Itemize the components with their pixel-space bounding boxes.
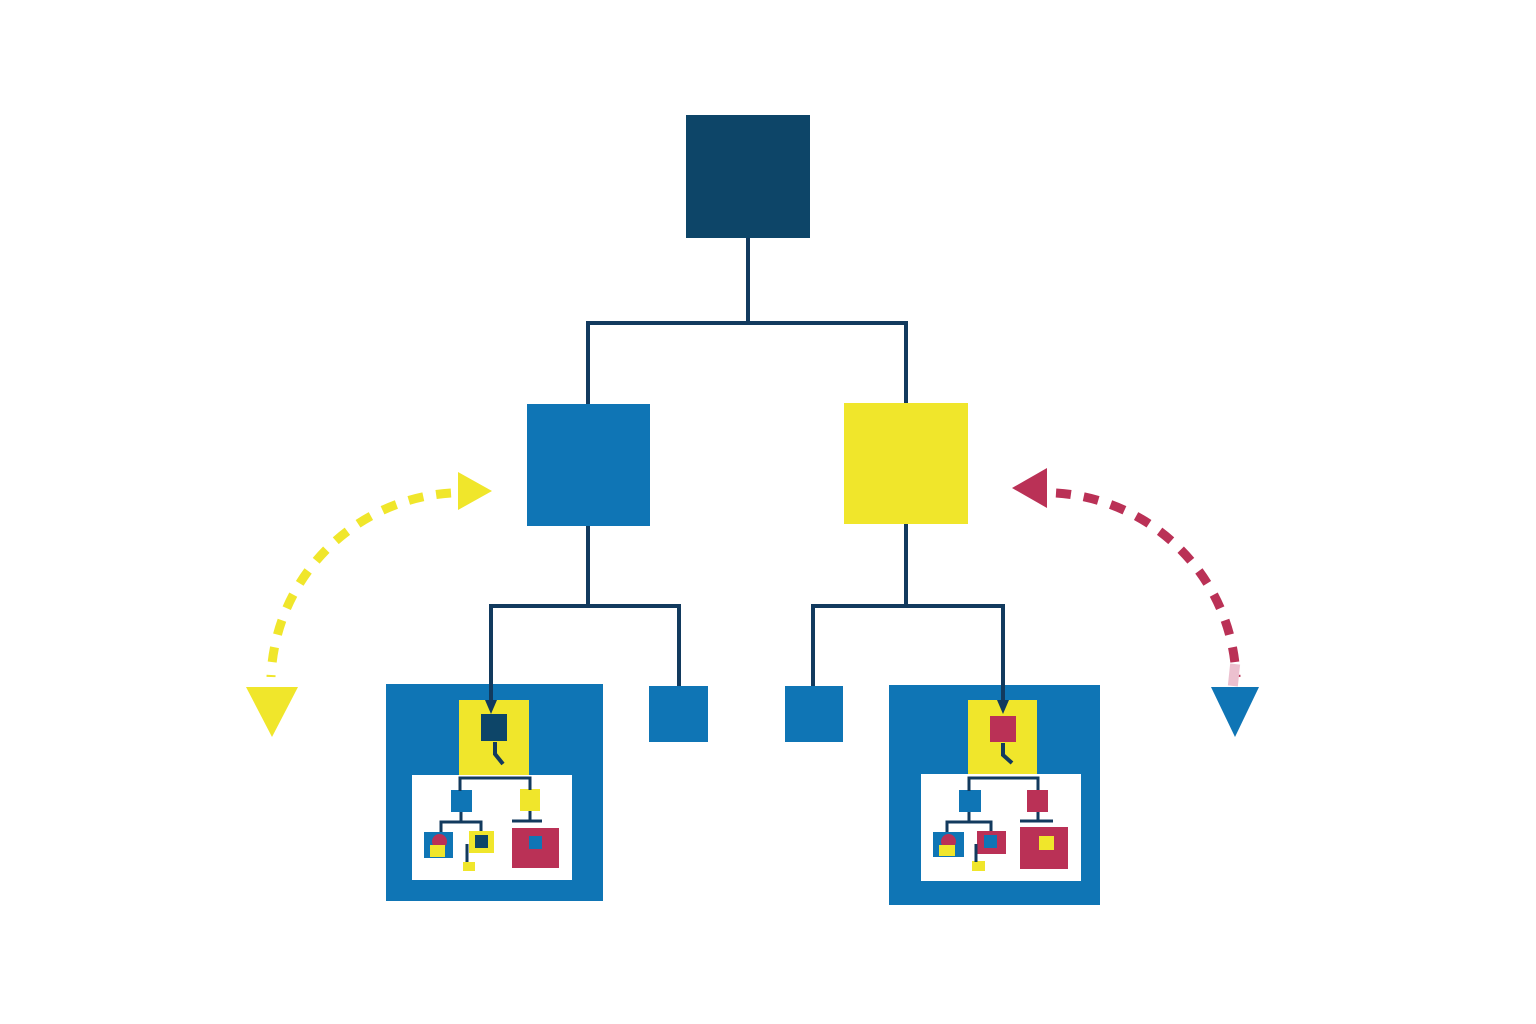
- mini-node-tiny-yellow-right: [972, 861, 985, 871]
- yellow-arrowhead-right-icon: [458, 472, 492, 510]
- recursive-subtree-box-left: [386, 684, 603, 901]
- mini-node-yellow-chip-left: [430, 845, 445, 857]
- leaf-node-square-right: [785, 686, 843, 742]
- mini-node-blue-chip-right: [984, 835, 997, 848]
- recursive-subtree-box-right: [889, 685, 1100, 905]
- mini-node-blue-chip-left: [529, 836, 542, 849]
- yellow-dashed-arc: [266, 488, 452, 678]
- subtree-left-core-square: [481, 714, 507, 741]
- mini-node-tiny-yellow-left: [463, 862, 475, 871]
- mini-node-yellow-chip-right: [939, 845, 955, 856]
- branch-right-node-square: [844, 403, 968, 524]
- mini-node-navy-chip-left: [475, 835, 488, 848]
- mini-node-yellow-left: [520, 789, 540, 811]
- mini-node-crimson-right: [1027, 790, 1048, 812]
- blue-arrowhead-down-icon: [1211, 687, 1259, 737]
- mini-node-blue-right: [959, 790, 981, 812]
- branch-left-node-square: [527, 404, 650, 526]
- fading-pink-dash: [1227, 663, 1241, 687]
- root-node-square: [686, 115, 810, 238]
- leaf-node-square-left: [649, 686, 708, 742]
- crimson-arrowhead-left-icon: [1012, 468, 1047, 508]
- mini-node-blue-left: [451, 790, 472, 812]
- yellow-arrowhead-down-icon: [246, 687, 298, 737]
- subtree-right-core-square: [990, 716, 1016, 742]
- crimson-dashed-arc: [1055, 488, 1241, 678]
- mini-node-yellow-chip-big-right: [1039, 836, 1054, 850]
